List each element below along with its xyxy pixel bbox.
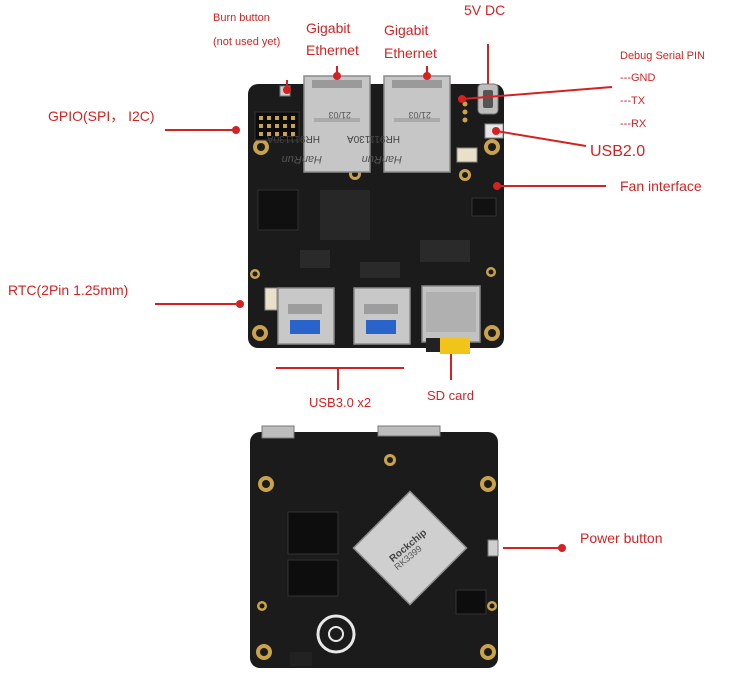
usb20-label: USB2.0: [590, 143, 646, 160]
dc-5v-label: 5V DC: [464, 2, 506, 18]
sd-card-label: SD card: [427, 388, 474, 403]
gpio-header: [254, 111, 300, 141]
soc-chip: Rockchip RK3399: [352, 490, 468, 606]
burn-button-label: Burn button: [213, 12, 270, 24]
gigabit-ethernet-2-label-2: Ethernet: [384, 45, 437, 61]
rtc-connector: [264, 287, 278, 311]
gigabit-ethernet-1-label: Gigabit: [306, 20, 351, 36]
rj45-model-1: HR911130A: [267, 133, 320, 144]
mounting-hole: [487, 601, 497, 611]
rtc-label: RTC(2Pin 1.25mm): [8, 282, 129, 298]
rj45-brand-1: HanRun: [282, 153, 322, 165]
rj45-model-2: HR911130A: [347, 133, 400, 144]
mounting-hole: [459, 169, 471, 181]
gigabit-ethernet-2-label: Gigabit: [384, 22, 429, 38]
mounting-hole: [480, 644, 496, 660]
rj45-brand-2: HanRun: [362, 153, 402, 165]
debug-serial-label: Debug Serial PIN: [620, 50, 705, 62]
emmc-chip: [257, 189, 299, 231]
debug-serial-pins: [462, 101, 468, 123]
ram-chip: [287, 559, 339, 597]
power-button-part: [487, 539, 499, 557]
burn-button-note: (not used yet): [213, 36, 281, 48]
gigabit-ethernet-1-label-2: Ethernet: [306, 42, 359, 58]
board-logo: [316, 614, 356, 654]
gpio-label: GPIO(SPI， I2C): [48, 108, 155, 124]
mounting-hole: [256, 644, 272, 660]
debug-tx-label: ---TX: [620, 95, 646, 107]
mounting-hole: [257, 601, 267, 611]
fan-connector: [456, 147, 478, 163]
sd-card-slot: [421, 285, 481, 354]
mounting-hole: [480, 476, 496, 492]
fan-interface-label: Fan interface: [620, 178, 702, 194]
rj45-date-2: 21/03: [408, 110, 431, 120]
mounting-hole: [484, 139, 500, 155]
mounting-hole: [252, 325, 268, 341]
annotation-lines: [155, 44, 613, 549]
debug-rx-label: ---RX: [620, 118, 647, 130]
bottom-board: Rockchip RK3399: [250, 425, 499, 668]
rj45-date-1: 21/03: [328, 110, 351, 120]
annotation-dots: [232, 72, 566, 552]
mounting-hole: [253, 139, 269, 155]
usb3-port-2: [353, 287, 411, 345]
power-button-label: Power button: [580, 530, 663, 546]
usb3-port-1: [277, 287, 335, 345]
ethernet-port-2: 21/03 HR911130A HanRun: [347, 75, 451, 173]
mounting-hole: [486, 267, 496, 277]
ethernet-port-1: 21/03 HR911130A HanRun: [267, 75, 371, 173]
mounting-hole: [484, 325, 500, 341]
usb30-label: USB3.0 x2: [309, 395, 372, 410]
mounting-hole: [250, 269, 260, 279]
top-board: 21/03 HR911130A HanRun 21/03 HR911130A H…: [248, 75, 504, 354]
ram-chip: [287, 511, 339, 555]
debug-gnd-label: ---GND: [620, 72, 656, 84]
mounting-hole: [258, 476, 274, 492]
mounting-hole: [384, 454, 396, 466]
